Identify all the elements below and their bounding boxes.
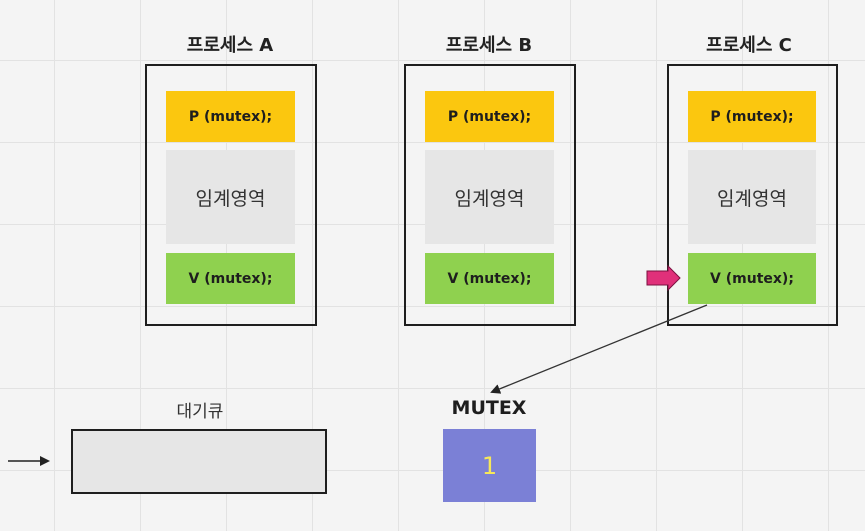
process-b-p-operation: P (mutex); <box>425 91 554 142</box>
process-a-v-operation: V (mutex); <box>166 253 295 304</box>
v-to-mutex-arrow <box>490 304 708 394</box>
process-a-p-operation: P (mutex); <box>166 91 295 142</box>
process-c-box: P (mutex); 임계영역 V (mutex); <box>667 64 838 326</box>
process-c-p-operation: P (mutex); <box>688 91 816 142</box>
wait-queue-label: 대기큐 <box>176 402 224 422</box>
wait-queue-box <box>71 429 327 494</box>
mutex-title: MUTEX <box>451 397 527 419</box>
process-b-v-operation: V (mutex); <box>425 253 554 304</box>
process-b-box: P (mutex); 임계영역 V (mutex); <box>404 64 576 326</box>
process-c-critical-section: 임계영역 <box>688 150 816 244</box>
mutex-value-box: 1 <box>443 429 536 502</box>
mutex-value: 1 <box>481 451 498 480</box>
process-b-critical-section: 임계영역 <box>425 150 554 244</box>
process-c-v-operation: V (mutex); <box>688 253 816 304</box>
execution-pointer-icon <box>646 264 681 292</box>
process-a-box: P (mutex); 임계영역 V (mutex); <box>145 64 317 326</box>
process-a-title: 프로세스 A <box>186 35 274 56</box>
process-b-title: 프로세스 B <box>445 35 533 56</box>
process-a-critical-section: 임계영역 <box>166 150 295 244</box>
process-c-title: 프로세스 C <box>706 35 792 56</box>
